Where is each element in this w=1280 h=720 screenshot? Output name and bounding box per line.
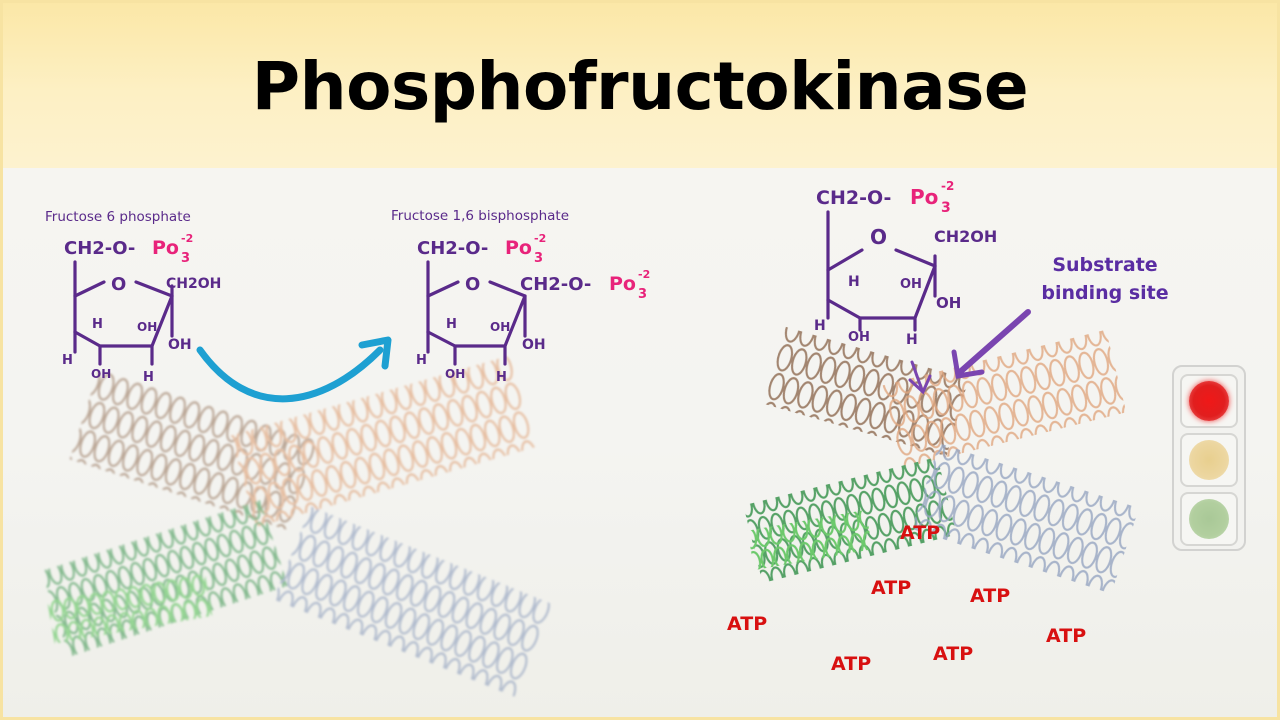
fructose-1-6-bisphosphate-bonds xyxy=(426,260,527,366)
product-h-1: H xyxy=(446,317,457,332)
left-enzyme-protein xyxy=(41,355,552,697)
traffic-light-yellow-slot xyxy=(1180,433,1238,487)
green-light-icon xyxy=(1189,499,1229,539)
product-ring-oxygen: O xyxy=(465,274,480,295)
right-h-2: H xyxy=(814,318,826,334)
reactant-oh-2: OH xyxy=(168,337,192,353)
traffic-light-green-slot xyxy=(1180,492,1238,546)
conversion-arrow xyxy=(196,336,392,403)
right-oh-3: OH xyxy=(848,330,870,345)
atp-label: ATP xyxy=(933,643,974,665)
right-oh-1: OH xyxy=(900,277,922,292)
atp-label: ATP xyxy=(831,653,872,675)
right-phosphate: Po xyxy=(910,185,938,209)
reactant-phosphate: Po xyxy=(152,237,179,259)
substrate-binding-site-label: Substrate binding site xyxy=(1030,251,1180,307)
right-ring-oxygen: O xyxy=(870,225,887,249)
right-enzyme-protein xyxy=(743,326,1140,594)
right-phosphate-sub: 3 xyxy=(941,200,951,216)
substrate-label-line2: binding site xyxy=(1041,282,1169,304)
product-phosphate-sub-2: 3 xyxy=(638,287,647,302)
atp-label: ATP xyxy=(970,585,1011,607)
product-oh-3: OH xyxy=(445,367,465,381)
reactant-ring-oxygen: O xyxy=(111,274,126,295)
traffic-light xyxy=(1172,365,1246,551)
yellow-light-icon xyxy=(1189,440,1229,480)
right-phosphate-charge: -2 xyxy=(941,179,954,193)
reactant-h-3: H xyxy=(143,370,154,385)
atp-label: ATP xyxy=(1046,625,1087,647)
product-phosphate-sub: 3 xyxy=(534,251,543,266)
reactant-phosphate-sub: 3 xyxy=(181,251,190,266)
title-banner xyxy=(0,0,1280,168)
red-light-icon xyxy=(1189,381,1229,421)
product-oh-2: OH xyxy=(522,337,546,353)
reactant-ch2-group: CH2-O- xyxy=(64,238,135,259)
page-title: Phosphofructokinase xyxy=(251,48,1029,125)
right-oh-2: OH xyxy=(936,294,961,312)
reactant-h-2: H xyxy=(62,353,73,368)
reactant-ch2oh: CH2OH xyxy=(166,276,221,292)
fructose-6-phosphate-bonds xyxy=(73,260,174,366)
reactant-oh-3: OH xyxy=(91,367,111,381)
product-phosphate-charge: -2 xyxy=(534,232,546,245)
product-h-3: H xyxy=(496,370,507,385)
product-ch2-group-2: CH2-O- xyxy=(520,274,591,295)
product-h-2: H xyxy=(416,353,427,368)
product-label: Fructose 1,6 bisphosphate xyxy=(391,208,570,224)
product-oh-1: OH xyxy=(490,320,510,334)
atp-label: ATP xyxy=(900,522,941,544)
reactant-label: Fructose 6 phosphate xyxy=(45,209,191,225)
atp-label: ATP xyxy=(871,577,912,599)
atp-label: ATP xyxy=(727,613,768,635)
product-phosphate: Po xyxy=(505,237,532,259)
substrate-pointer-arrow xyxy=(908,309,1031,395)
substrate-label-line1: Substrate xyxy=(1052,254,1158,276)
traffic-light-red-slot xyxy=(1180,374,1238,428)
right-ch2-group: CH2-O- xyxy=(816,187,891,209)
right-fructose-bonds xyxy=(826,210,937,332)
reactant-oh-1: OH xyxy=(137,320,157,334)
product-ch2-group: CH2-O- xyxy=(417,238,488,259)
right-h-1: H xyxy=(848,274,860,290)
reactant-phosphate-charge: -2 xyxy=(181,232,193,245)
right-h-3: H xyxy=(906,332,918,348)
reactant-h-1: H xyxy=(92,317,103,332)
right-ch2oh: CH2OH xyxy=(934,227,997,246)
product-phosphate-charge-2: -2 xyxy=(638,268,650,281)
product-phosphate-2: Po xyxy=(609,273,636,295)
